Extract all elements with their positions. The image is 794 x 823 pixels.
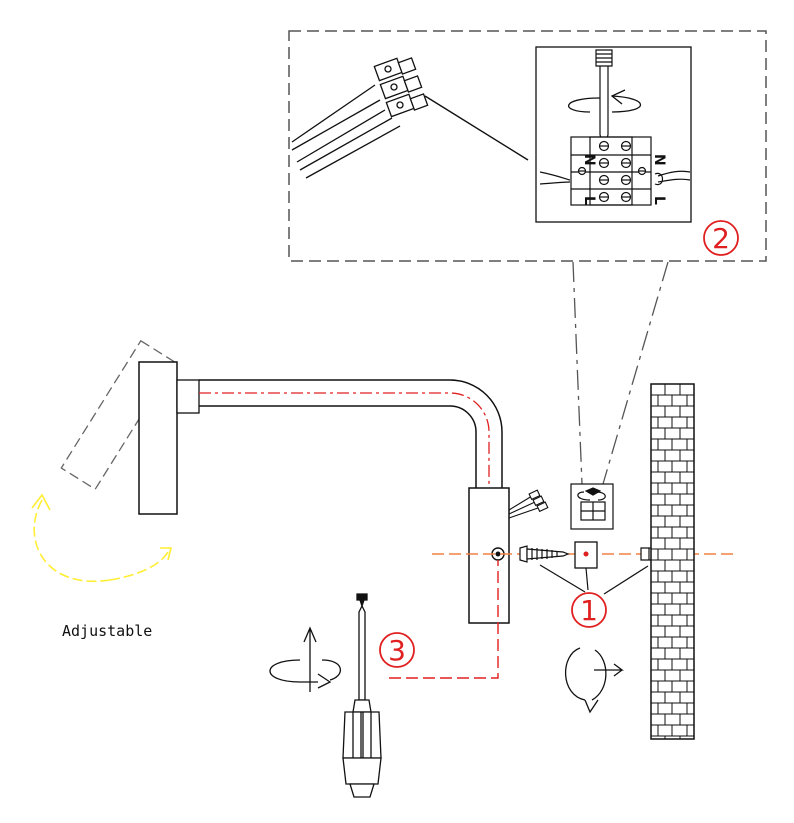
step-3-label: 3 <box>388 634 406 667</box>
drill-rotate-arrow-icon <box>564 647 624 714</box>
terminal-block-detail: N L N L <box>535 46 692 223</box>
base-wires <box>508 489 549 519</box>
terminal-n-left: N <box>581 154 597 166</box>
terminal-n-right: N <box>651 154 667 166</box>
terminal-l-left: L <box>581 196 597 205</box>
wire-connector-detail <box>291 57 529 179</box>
screwdriver-rotate-arrow-icon <box>269 626 341 692</box>
connector-plug-2 <box>379 75 423 100</box>
connector-plug-3 <box>385 93 429 118</box>
step-2-marker: 2 <box>703 220 739 256</box>
detail-callout: N L N L 2 <box>288 30 767 262</box>
brick-wall-icon <box>650 383 695 740</box>
terminal-block-icon <box>570 136 652 206</box>
step-1-leaders <box>539 564 649 595</box>
step-1-label: 1 <box>580 594 598 627</box>
step-3-leader <box>389 560 499 679</box>
adjust-rotation-arrows <box>31 493 173 583</box>
bracket-piece <box>574 541 598 569</box>
wall-lamp-icon <box>60 339 549 624</box>
rotate-arrow-icon <box>568 89 642 113</box>
lamp-joint <box>176 379 200 414</box>
connector-plug-1 <box>373 57 417 82</box>
callout-frame <box>288 30 767 262</box>
lamp-head-adjusted <box>60 339 176 491</box>
screw-icon <box>519 545 570 563</box>
arm-wire <box>199 392 490 484</box>
adjustable-label: Adjustable <box>62 622 152 640</box>
lamp-base <box>468 487 510 624</box>
step-2-label: 2 <box>712 222 730 255</box>
screw-head-icon <box>356 593 368 609</box>
step-3-marker: 3 <box>379 632 415 668</box>
screwdriver-icon <box>342 593 382 798</box>
mounting-bracket <box>570 483 614 530</box>
step-1-marker: 1 <box>571 592 607 628</box>
lamp-arm <box>199 379 503 488</box>
terminal-l-right: L <box>651 196 667 205</box>
lamp-head <box>138 361 178 515</box>
callout-leaders <box>572 261 669 485</box>
